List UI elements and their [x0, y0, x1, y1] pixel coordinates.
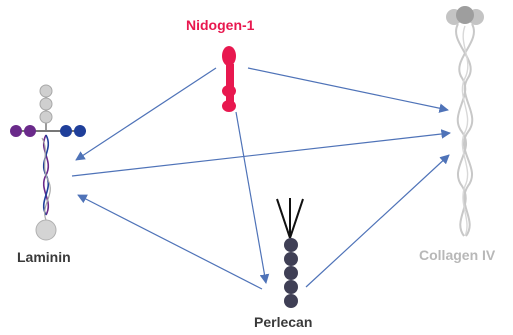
- arrow-laminin-to-collagen: [71, 129, 451, 177]
- nidogen-label: Nidogen-1: [186, 17, 255, 33]
- collagen-molecule: [446, 6, 484, 237]
- interaction-arrows: [71, 67, 451, 290]
- nidogen-molecule: [222, 46, 236, 112]
- arrow-perlecan-to-collagen: [305, 154, 450, 288]
- laminin-molecule: [10, 84, 86, 241]
- laminin-label: Laminin: [17, 249, 71, 265]
- collagen-label: Collagen IV: [419, 247, 496, 263]
- arrow-nidogen-to-laminin: [75, 67, 217, 161]
- arrow-nidogen-to-perlecan: [235, 111, 270, 284]
- perlecan-molecule: [276, 198, 304, 308]
- arrow-perlecan-to-laminin: [77, 194, 263, 290]
- arrow-nidogen-to-collagen: [247, 67, 449, 113]
- perlecan-label: Perlecan: [254, 314, 313, 330]
